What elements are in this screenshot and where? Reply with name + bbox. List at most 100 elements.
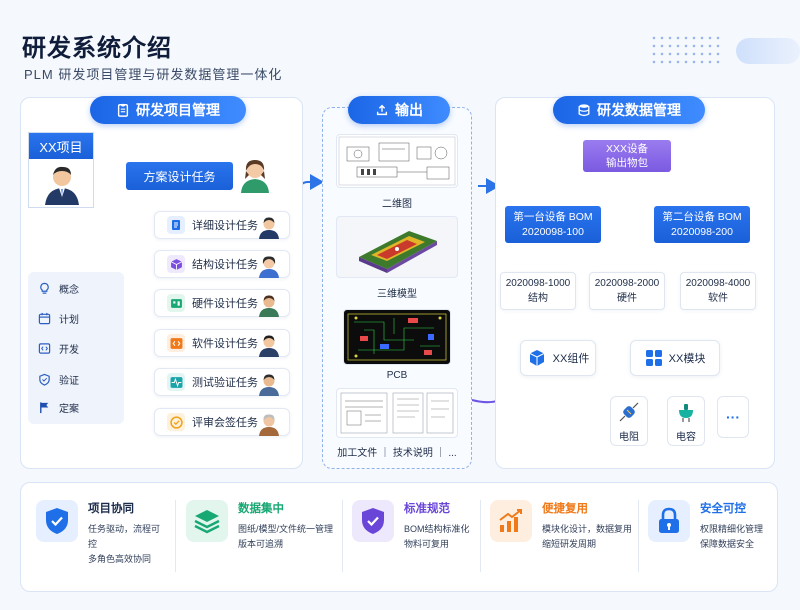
task-label: 结构设计任务 <box>192 259 258 271</box>
feature-title: 便捷复用 <box>542 503 588 515</box>
output-process-files[interactable] <box>336 388 458 438</box>
task-label: 详细设计任务 <box>192 220 258 232</box>
output-title: 输出 <box>395 102 423 118</box>
module-box[interactable]: XX模块 <box>630 340 720 376</box>
stage-finalize[interactable]: 定案 <box>38 396 79 418</box>
task-hardware-design[interactable]: 硬件设计任务 <box>154 289 290 317</box>
reviewer-avatar-icon <box>259 414 279 436</box>
part-code: 2020098-1000 <box>505 278 571 289</box>
bom-code: 2020098-100 <box>522 225 584 238</box>
lock-icon <box>648 500 690 542</box>
clipboard-icon <box>117 103 129 117</box>
resistor-label: 电阻 <box>619 431 639 443</box>
package-name: XXX设备 <box>605 143 648 155</box>
bom-first-device[interactable]: 第一台设备 BOM 2020098-100 <box>505 206 601 243</box>
capacitor-icon <box>679 403 693 422</box>
stage-label: 定案 <box>59 403 79 415</box>
part-structure[interactable]: 2020098-1000 结构 <box>500 272 576 310</box>
pcb-thumbnail <box>347 313 447 361</box>
grid-icon <box>645 350 662 366</box>
part-name: 软件 <box>708 293 728 304</box>
feature-line: 图纸/模型/文件统一管理 <box>238 524 334 534</box>
chip-icon <box>167 294 185 312</box>
resistor-card[interactable]: 电阻 <box>610 396 648 446</box>
engineer-avatar-icon <box>259 217 279 239</box>
output-2d-drawing[interactable] <box>336 134 458 188</box>
document-icon <box>167 216 185 234</box>
part-code: 2020098-4000 <box>685 278 751 289</box>
resistor-icon <box>619 402 639 421</box>
page-title: 研发系统介绍 <box>22 35 172 62</box>
engineer-avatar-icon <box>259 374 279 396</box>
engineer-avatar-icon <box>259 256 279 278</box>
more-ellipsis: ··· <box>726 409 740 425</box>
project-management-header: 研发项目管理 <box>90 96 246 124</box>
shield-check-icon <box>36 500 78 542</box>
feature-divider <box>480 500 481 572</box>
more-card[interactable]: ··· <box>717 396 749 438</box>
layers-icon <box>186 500 228 542</box>
output-pcb[interactable] <box>343 309 451 365</box>
feature-data-centralized: 数据集中 图纸/模型/文件统一管理 版本可追溯 <box>186 500 336 552</box>
task-label: 评审会签任务 <box>192 417 258 429</box>
part-name: 结构 <box>528 293 548 304</box>
feature-title: 安全可控 <box>700 503 746 515</box>
task-structure-design[interactable]: 结构设计任务 <box>154 250 290 278</box>
stage-label: 概念 <box>59 284 79 296</box>
project-card[interactable]: XX项目 <box>28 132 94 208</box>
feature-security: 安全可控 权限精细化管理 保障数据安全 <box>648 500 773 552</box>
feature-line: 模块化设计，数据复用 <box>542 524 633 534</box>
stage-develop[interactable]: 开发 <box>38 337 79 359</box>
feature-divider <box>638 500 639 572</box>
feature-title: 数据集中 <box>238 503 284 515</box>
output-3d-model[interactable] <box>336 216 458 278</box>
component-box[interactable]: XX组件 <box>520 340 596 376</box>
equipment-output-package[interactable]: XXX设备 输出物包 <box>583 140 671 172</box>
feature-divider <box>175 500 176 572</box>
part-software[interactable]: 2020098-4000 软件 <box>680 272 756 310</box>
scheme-design-task-box[interactable]: 方案设计任务 <box>126 162 233 190</box>
part-name: 硬件 <box>617 293 637 304</box>
code-window-icon <box>38 342 51 354</box>
engineer-avatar-icon <box>259 295 279 317</box>
task-software-design[interactable]: 软件设计任务 <box>154 329 290 357</box>
bom-title: 第一台设备 BOM <box>513 210 593 223</box>
feature-line: 缩短研发周期 <box>542 539 597 549</box>
task-detail-design[interactable]: 详细设计任务 <box>154 211 290 239</box>
engineer-avatar-icon <box>259 335 279 357</box>
feature-line: 多角色高效协同 <box>88 554 152 564</box>
feature-line: 版本可追溯 <box>238 539 284 549</box>
bom-second-device[interactable]: 第二台设备 BOM 2020098-200 <box>654 206 750 243</box>
feature-title: 项目协同 <box>88 503 134 515</box>
capacitor-card[interactable]: 电容 <box>667 396 705 446</box>
task-test-verification[interactable]: 测试验证任务 <box>154 368 290 396</box>
part-hardware[interactable]: 2020098-2000 硬件 <box>589 272 665 310</box>
feature-line: 物料可复用 <box>404 539 450 549</box>
feature-easy-reuse: 便捷复用 模块化设计，数据复用 缩短研发周期 <box>490 500 635 552</box>
cube-icon <box>529 350 544 366</box>
feature-line: BOM结构标准化 <box>404 524 470 534</box>
component-label: XX组件 <box>552 353 590 365</box>
calendar-icon <box>38 312 51 324</box>
stage-plan[interactable]: 计划 <box>38 307 79 329</box>
pulse-icon <box>167 373 185 391</box>
stage-verify[interactable]: 验证 <box>38 368 79 390</box>
output-label: PCB <box>386 370 408 381</box>
task-review-signoff[interactable]: 评审会签任务 <box>154 408 290 436</box>
feature-line: 任务驱动，流程可控 <box>88 524 161 549</box>
feature-divider <box>342 500 343 572</box>
task-label: 测试验证任务 <box>192 377 258 389</box>
code-icon <box>167 334 185 352</box>
project-label: XX项目 <box>29 133 93 159</box>
stage-concept[interactable]: 概念 <box>38 277 79 299</box>
drawing-thumbnail <box>338 136 456 186</box>
stage-label: 验证 <box>59 375 79 387</box>
data-management-header: 研发数据管理 <box>553 96 705 124</box>
dot-pattern-decoration <box>650 34 724 64</box>
trend-icon <box>490 500 532 542</box>
designer-avatar-icon <box>241 160 269 193</box>
manager-avatar-icon <box>45 166 79 205</box>
bom-title: 第二台设备 BOM <box>662 210 742 223</box>
flag-icon <box>40 401 49 413</box>
model-thumbnail <box>359 231 437 273</box>
